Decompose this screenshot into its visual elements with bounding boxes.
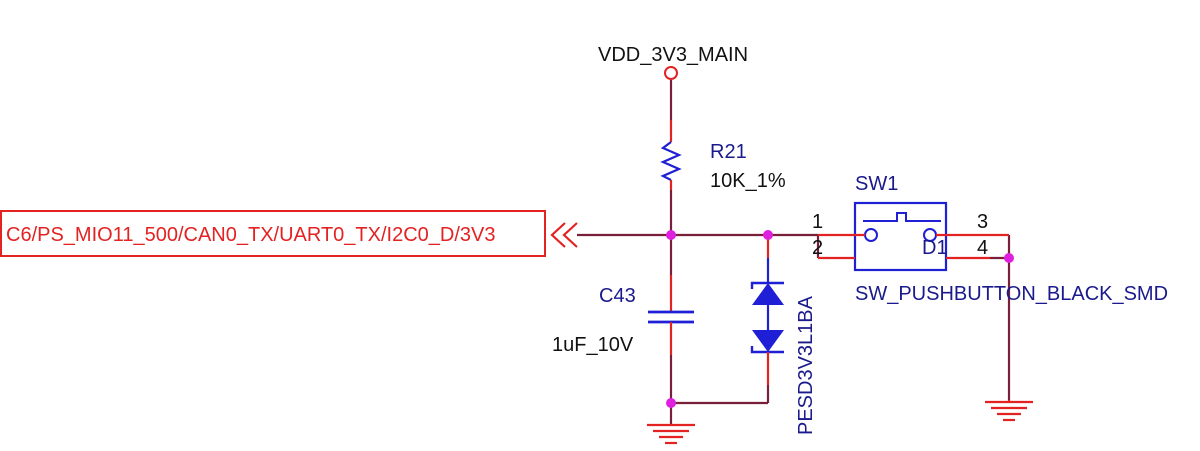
ground-left-icon [647,423,695,445]
junction-dot [1004,253,1014,263]
junction-dot [666,398,676,408]
resistor-value-label: 10K_1% [710,170,786,192]
switch-pin2-label: 2 [812,237,823,259]
tvs-diode-icon [750,235,784,385]
switch-pin3-label: 3 [977,211,988,233]
junctions [666,230,1014,408]
capacitor-value-label: 1uF_10V [552,334,634,356]
port-net-label: C6/PS_MIO11_500/CAN0_TX/UART0_TX/I2C0_D/… [6,224,496,246]
capacitor-ref-label: C43 [599,285,636,307]
vdd-net-label: VDD_3V3_MAIN [598,44,748,66]
ground-right-icon [985,400,1033,422]
port-box [0,210,546,257]
diode-part-label: PESD3V3L1BA [795,295,817,435]
switch-pin1-label: 1 [812,211,823,233]
switch-sw1-icon [818,201,1009,272]
switch-part-label: SW_PUSHBUTTON_BLACK_SMD [855,283,1168,305]
switch-d1-label: D1 [922,237,948,259]
vdd-power-port-icon [664,66,678,80]
switch-ref-label: SW1 [855,173,898,195]
resistor-r21-icon [660,120,682,190]
junction-dot [763,230,773,240]
resistor-ref-label: R21 [710,141,747,163]
port-double-chevron-icon [550,222,578,248]
switch-pin4-label: 4 [977,237,988,259]
capacitor-c43-icon [648,275,694,355]
junction-dot [666,230,676,240]
